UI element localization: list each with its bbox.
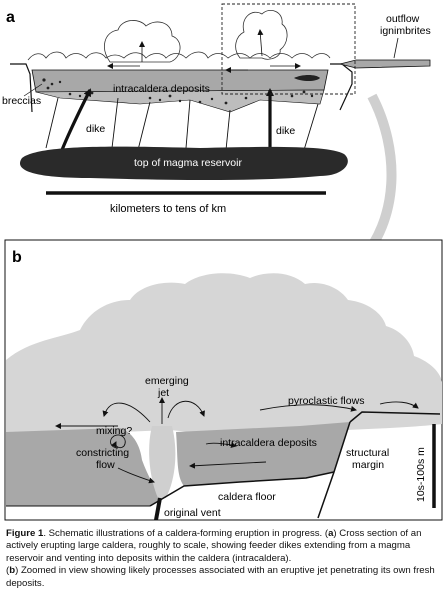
ash-cloud	[6, 273, 442, 436]
caption-a-letter: a	[328, 528, 334, 539]
deposit-right	[176, 422, 350, 486]
dike-right-label: dike	[276, 125, 295, 137]
ground-surface-clouds	[27, 51, 331, 61]
figure-caption: Figure 1. Schematic illustrations of a c…	[6, 528, 442, 590]
caption-intro: . Schematic illustrations of a caldera-f…	[43, 528, 329, 539]
zoom-guide-arrow	[354, 93, 397, 268]
caption-figure-label: Figure 1	[6, 528, 44, 539]
original-vent	[154, 497, 162, 521]
mixing-label: mixing?	[96, 425, 132, 437]
scale-label-a: kilometers to tens of km	[110, 203, 226, 215]
panel-b-letter: b	[12, 249, 22, 266]
structural-margin-line	[317, 421, 351, 519]
deposit-left	[6, 428, 164, 506]
caldera-outline	[10, 63, 353, 113]
caldera-floor-label: caldera floor	[218, 491, 276, 503]
zoom-box	[221, 3, 356, 95]
intracaldera-label: intracaldera deposits	[113, 83, 210, 95]
mixing-swirl	[110, 434, 126, 449]
emerging-jet-label-line2: jet	[157, 387, 169, 399]
scale-label-b: 10s-100s m	[415, 447, 427, 502]
constricting-label-line2: flow	[96, 459, 115, 471]
surface-line-right	[349, 411, 441, 423]
dike-left	[60, 88, 92, 151]
caption-b-open: (	[6, 565, 10, 577]
caption-a-text: ) Cross section of an actively erupting …	[6, 528, 422, 564]
constricting-label-line1: constricting	[76, 447, 129, 459]
pyroclastic-flows-label: pyroclastic flows	[288, 395, 364, 407]
dark-lens	[294, 75, 320, 81]
panel-a-letter: a	[6, 9, 15, 26]
caldera-floor-line	[149, 471, 335, 507]
original-vent-label: original vent	[164, 507, 221, 519]
panel-a: a	[2, 3, 431, 215]
caption-b-text: ) Zoomed in view showing likely processe…	[6, 565, 435, 589]
intracaldera-b-label: intracaldera deposits	[220, 437, 317, 449]
outflow-label-line2: ignimbrites	[380, 25, 431, 37]
reservoir-label: top of magma reservoir	[134, 157, 242, 169]
breccia-dots	[42, 78, 314, 105]
panel-b: b emerging jet	[4, 239, 443, 521]
breccias-label: breccias	[2, 95, 41, 107]
structural-margin-label-line1: structural	[346, 447, 389, 459]
emerging-jet-label-line1: emerging	[145, 375, 189, 387]
dike-left-label: dike	[86, 123, 105, 135]
outflow-ignimbrite-sheet	[339, 59, 431, 69]
outflow-label-line1: outflow	[386, 13, 420, 25]
structural-margin-label-line2: margin	[352, 459, 384, 471]
eruptive-jet	[149, 426, 176, 498]
magma-reservoir	[19, 146, 348, 180]
flow-arrows	[55, 397, 419, 484]
fault-lines	[45, 97, 319, 151]
caption-b-letter: b	[9, 565, 16, 577]
